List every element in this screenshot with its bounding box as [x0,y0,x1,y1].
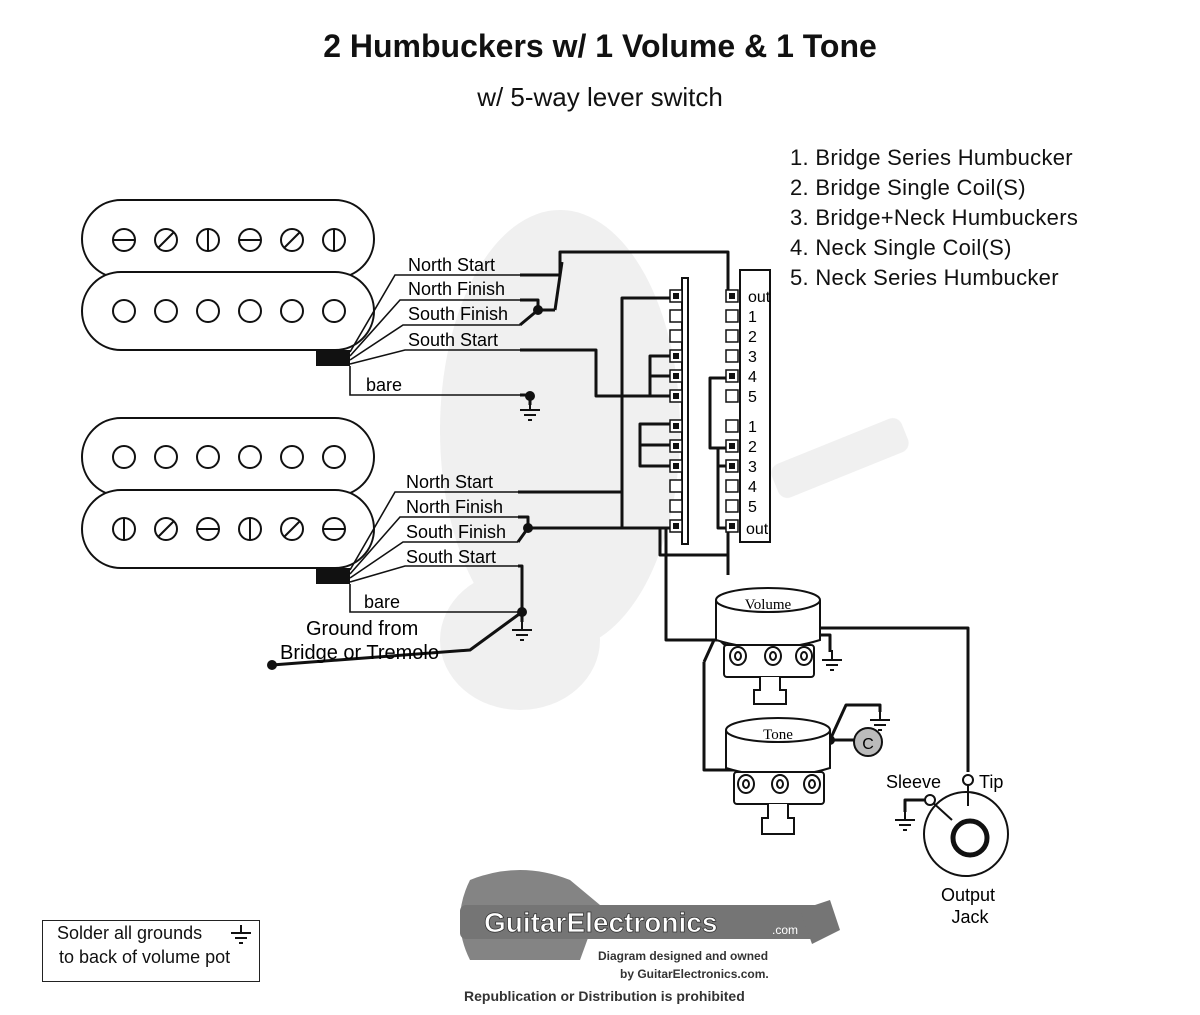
bridge-lead-north-start: North Start [406,472,493,492]
five-way-lever-switch [669,269,771,545]
position-legend-4: 4. Neck Single Coil(S) [790,235,1012,260]
tone-capacitor [853,727,883,757]
diagram-subtitle: w/ 5-way lever switch [477,82,723,112]
neck-lead-north-start: North Start [408,255,495,275]
switch-label-upper-4: 4 [748,369,757,386]
solder-note-line2: to back of volume pot [59,947,231,967]
switch-label-upper-5: 5 [748,389,757,406]
watermark-line2: by GuitarElectronics.com. [620,967,769,981]
neck-lead-cable [316,350,350,366]
bridge-south-coil-pole-pieces [112,517,346,541]
watermark-tld: .com [772,923,798,937]
ground-note-line1: Ground from [306,618,418,640]
bridge-lead-south-start: South Start [406,547,496,567]
guitarelectronics-logo [460,870,840,960]
volume-ground-symbol [821,649,843,671]
capacitor-label: C [862,736,874,753]
solder-grounds-note: Solder all grounds to back of volume pot [42,920,260,982]
neck-humbucker [81,199,375,366]
neck-north-coil-pole-pieces [112,228,346,252]
jack-tip-label: Tip [979,772,1003,792]
switch-contacts [669,289,739,533]
ground-note-line2: Bridge or Tremolo [280,642,439,664]
neck-lead-south-finish: South Finish [408,304,508,324]
position-legend-3: 3. Bridge+Neck Humbuckers [790,205,1079,230]
watermark-brand: GuitarElectronics [484,907,717,938]
bridge-humbucker [81,417,375,584]
switch-label-lower-4: 4 [748,479,757,496]
neck-pickup-leads [349,274,520,396]
switch-label-lower-out: out [746,521,769,538]
ground-icon [231,925,251,944]
switch-label-upper-3: 3 [748,349,757,366]
jack-ground-symbol [894,809,916,831]
volume-pot [715,587,821,705]
neck-lead-bare: bare [366,375,402,395]
watermark-line3: Republication or Distribution is prohibi… [464,988,745,1004]
position-legend-5: 5. Neck Series Humbucker [790,265,1059,290]
switch-label-upper-1: 1 [748,309,757,326]
bridge-pickup-leads [349,491,522,613]
bridge-lead-south-finish: South Finish [406,522,506,542]
volume-pot-label: Volume [745,597,792,613]
neck-lead-south-start: South Start [408,330,498,350]
bridge-north-coil-pole-pieces [112,445,346,469]
bridge-lead-bare: bare [364,592,400,612]
jack-label-line2: Jack [951,907,989,927]
switch-label-lower-1: 1 [748,419,757,436]
switch-label-lower-5: 5 [748,499,757,516]
switch-label-lower-3: 3 [748,459,757,476]
switch-label-upper-2: 2 [748,329,757,346]
bridge-lead-cable [316,568,350,584]
watermark-line1: Diagram designed and owned [598,949,768,963]
switch-label-lower-2: 2 [748,439,757,456]
solder-note-line1: Solder all grounds [57,923,203,943]
output-jack [923,774,1009,877]
neck-lead-north-finish: North Finish [408,279,505,299]
jack-label-line1: Output [941,885,995,905]
tone-ground-symbol [869,709,891,731]
bridge-lead-north-finish: North Finish [406,497,503,517]
jack-sleeve-label: Sleeve [886,772,941,792]
position-legend-1: 1. Bridge Series Humbucker [790,145,1073,170]
tone-pot-label: Tone [763,727,793,743]
neck-south-coil-pole-pieces [112,299,346,323]
switch-label-upper-out: out [748,289,771,306]
tone-pot [725,717,831,835]
position-legend-2: 2. Bridge Single Coil(S) [790,175,1026,200]
diagram-title: 2 Humbuckers w/ 1 Volume & 1 Tone [323,28,877,64]
